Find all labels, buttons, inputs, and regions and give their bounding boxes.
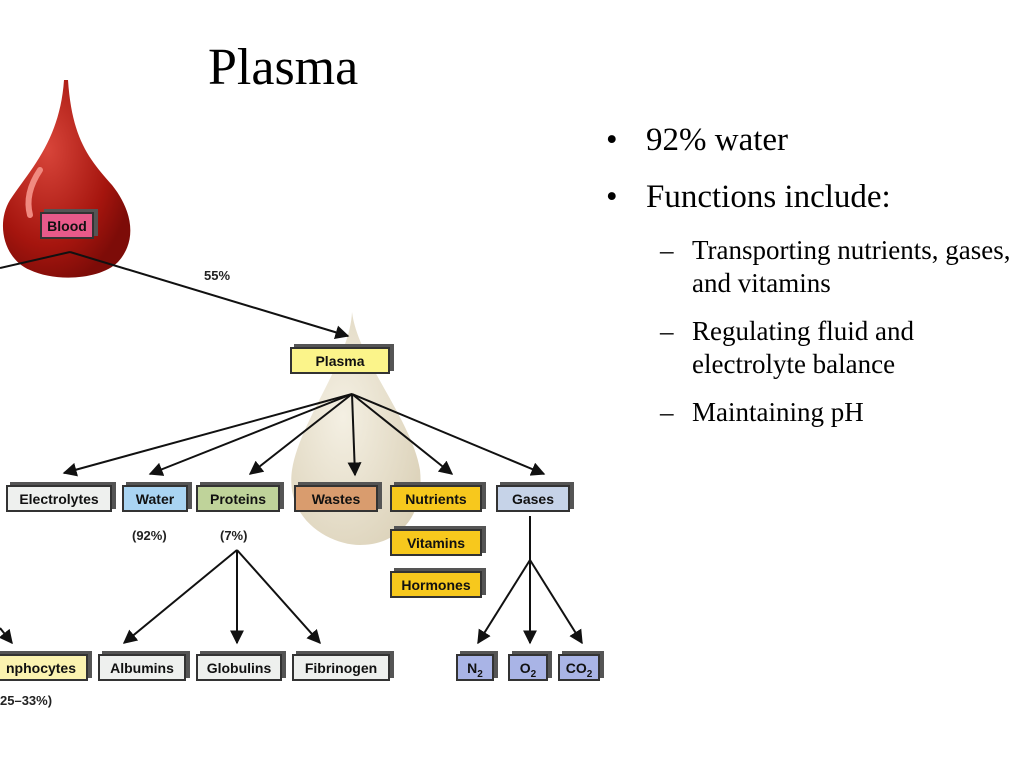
sub-bullet-dash: – — [660, 235, 674, 265]
arrow-to-n2 — [477, 559, 531, 645]
sub-bullet-item: –Transporting nutrients, gases, and vita… — [600, 234, 1020, 300]
arrow-to-proteins — [248, 393, 353, 475]
nutrients-node: Nutrients — [390, 485, 482, 512]
hormones-node: Hormones — [390, 571, 482, 598]
o2-node: O2 — [508, 654, 548, 681]
bullet-item: • 92% water — [600, 120, 1020, 160]
bullet-item: • Functions include: — [600, 177, 1020, 217]
slide-title: Plasma — [208, 39, 359, 96]
albumins-node: Albumins — [98, 654, 186, 681]
plasma-percent-label: 55% — [204, 268, 231, 283]
sub-bullet-dash: – — [660, 316, 674, 346]
arrow-to-electrolytes — [62, 393, 353, 477]
wastes-node: Wastes — [294, 485, 378, 512]
gases-node: Gases — [496, 485, 570, 512]
arrow-blood-plasma — [69, 251, 350, 340]
n2-label: N2 — [467, 660, 483, 680]
bullet-list: •92% water •Functions include: –Transpor… — [600, 120, 1020, 444]
blood-drop-shape — [2, 80, 131, 278]
vitamins-node: Vitamins — [390, 529, 482, 556]
bullet-dot: • — [606, 179, 618, 215]
plasma-node: Plasma — [290, 347, 390, 374]
sub-bullet-item: –Regulating fluid and electrolyte balanc… — [600, 315, 1020, 381]
water-percent-label: (92%) — [132, 528, 167, 543]
o2-label: O2 — [519, 660, 537, 680]
arrow-to-lymphocytes — [0, 627, 13, 645]
globulins-node: Globulins — [196, 654, 282, 681]
lymphocytes-node: nphocytes — [0, 654, 88, 681]
arrow-to-nutrients — [351, 393, 454, 475]
co2-node: CO2 — [558, 654, 600, 681]
sub-bullet-dash: – — [660, 397, 674, 427]
sub-bullet-text: Maintaining pH — [692, 397, 864, 427]
arrow-blood-left — [0, 251, 71, 269]
sub-bullet-text: Transporting nutrients, gases, and vitam… — [692, 235, 1011, 298]
water-node: Water — [122, 485, 188, 512]
electrolytes-node: Electrolytes — [6, 485, 112, 512]
arrow-to-albumins — [122, 549, 238, 644]
arrow-to-wastes — [347, 393, 362, 477]
blood-drop-highlight — [25, 167, 43, 218]
arrow-to-co2 — [529, 559, 583, 645]
blood-node: Blood — [40, 212, 94, 239]
sub-bullet-item: –Maintaining pH — [600, 396, 1020, 429]
bullet-text: Functions include: — [646, 179, 891, 215]
lymphocyte-percent-label: 25–33%) — [0, 693, 53, 708]
arrow-to-water — [148, 393, 353, 476]
proteins-node: Proteins — [196, 485, 280, 512]
bullet-text: 92% water — [646, 122, 789, 158]
fibrinogen-node: Fibrinogen — [292, 654, 390, 681]
n2-node: N2 — [456, 654, 494, 681]
protein-percent-label: (7%) — [220, 528, 248, 543]
co2-label: CO2 — [565, 660, 593, 680]
bullet-dot: • — [606, 122, 618, 158]
arrow-to-fibrinogen — [236, 549, 321, 645]
sub-bullet-text: Regulating fluid and electrolyte balance — [692, 316, 914, 379]
arrow-to-gases — [351, 393, 546, 476]
